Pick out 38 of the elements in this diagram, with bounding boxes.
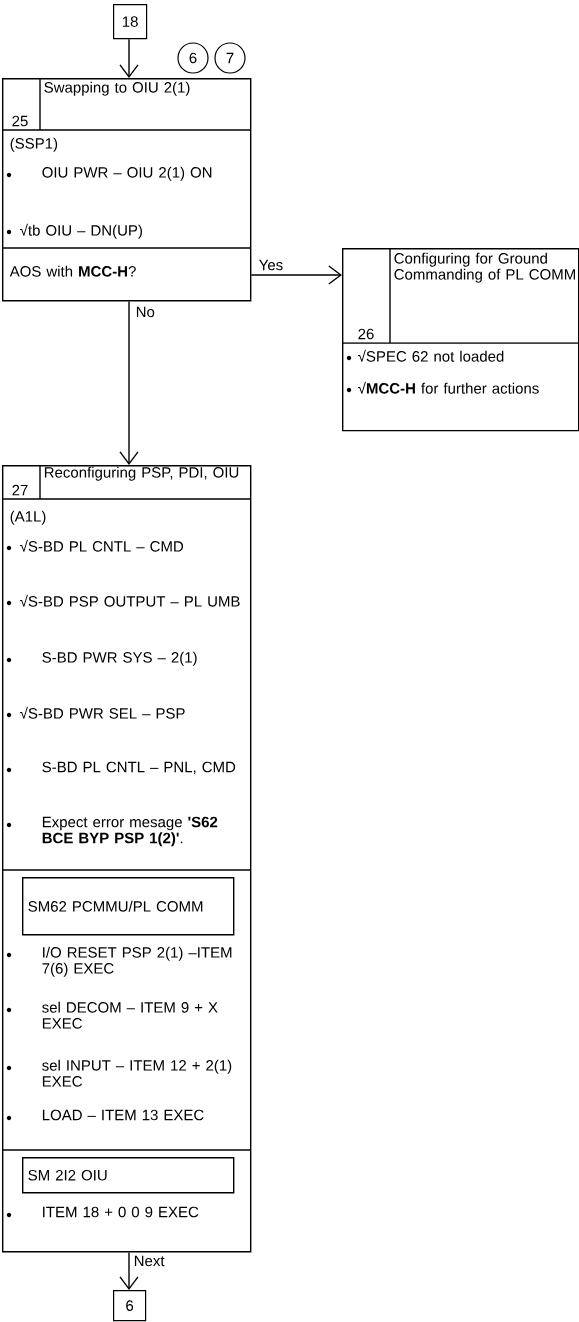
instruction-text: √SPEC 62 not loaded bbox=[358, 349, 504, 362]
step-box bbox=[1, 77, 252, 302]
step-title: Configuring for Ground Commanding of PL COMM bbox=[394, 252, 575, 283]
step-title: Swapping to OIU 2(1) bbox=[44, 81, 190, 96]
arrow bbox=[119, 1251, 139, 1290]
instruction-text: √S-BD PSP OUTPUT – PL UMB bbox=[20, 594, 240, 607]
instruction-text: sel DECOM – ITEM 9 + X EXEC bbox=[42, 1001, 218, 1029]
instruction-text: I/O RESET PSP 2(1) –ITEM 7(6) EXEC bbox=[42, 946, 232, 977]
arrow bbox=[119, 38, 139, 78]
step-number: 26 bbox=[358, 328, 374, 340]
instruction-text: LOAD – ITEM 13 EXEC bbox=[42, 1109, 204, 1121]
instruction-text: √MCC-H for further actions bbox=[358, 381, 539, 394]
instruction-text: √tb OIU – DN(UP) bbox=[20, 223, 142, 239]
step-box bbox=[341, 247, 579, 432]
step-title: Reconfiguring PSP, PDI, OIU bbox=[44, 466, 239, 481]
instruction-text: OIU PWR – OIU 2(1) ON bbox=[42, 166, 212, 181]
connector-box: 6 bbox=[113, 1290, 147, 1322]
display-box: SM62 PCMMU/PL COMM bbox=[22, 877, 235, 936]
edge-label: Yes bbox=[257, 258, 285, 272]
connector-box: 18 bbox=[113, 4, 148, 40]
step-number: 27 bbox=[12, 484, 28, 496]
panel-label: (A1L) bbox=[10, 510, 46, 525]
instruction-text: S-BD PWR SYS – 2(1) bbox=[42, 651, 197, 666]
instruction-text: sel INPUT – ITEM 12 + 2(1) EXEC bbox=[42, 1059, 232, 1087]
step-number: 25 bbox=[12, 115, 28, 127]
instruction-text: √S-BD PWR SEL – PSP bbox=[20, 706, 185, 719]
decision-question: AOS with MCC-H? bbox=[9, 265, 136, 277]
instruction-text: ITEM 18 + 0 0 9 EXEC bbox=[43, 1206, 199, 1218]
arrow bbox=[119, 300, 139, 465]
display-box: SM 2I2 OIU bbox=[22, 1157, 235, 1194]
panel-label: (SSP1) bbox=[10, 137, 58, 152]
edge-label: No bbox=[134, 305, 156, 319]
instruction-text: Expect error mesage 'S62 BCE BYP PSP 1(2)'. bbox=[42, 816, 218, 847]
step-box bbox=[1, 464, 252, 1253]
arrow bbox=[250, 265, 342, 285]
instruction-text: S-BD PL CNTL – PNL, CMD bbox=[42, 761, 236, 775]
edge-label: Next bbox=[132, 1254, 166, 1268]
instruction-text: √S-BD PL CNTL – CMD bbox=[20, 539, 184, 552]
